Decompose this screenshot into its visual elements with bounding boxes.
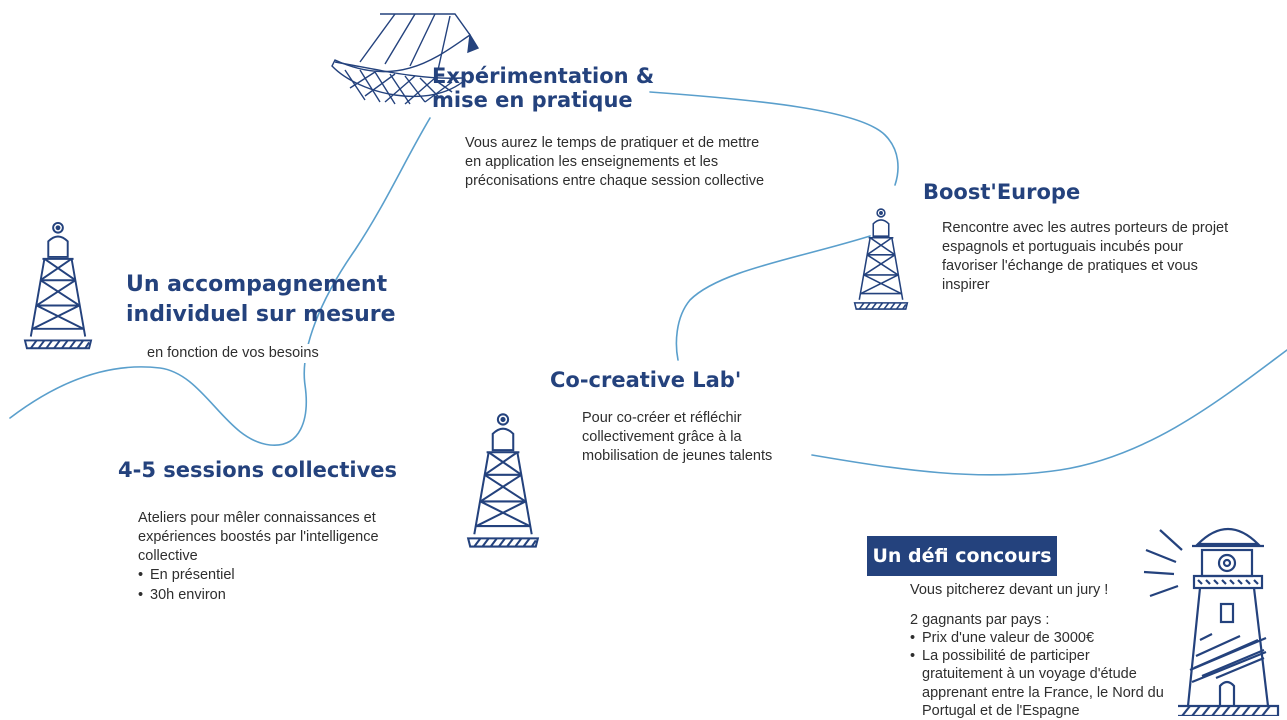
- sessions-block: Ateliers pour mêler connaissances et exp…: [138, 509, 428, 605]
- defi-block: Vous pitcherez devant un jury !: [910, 581, 1170, 600]
- sessions-description: Ateliers pour mêler connaissances et exp…: [138, 510, 379, 565]
- path-segment-middle: [675, 235, 871, 361]
- boost-europe-title: Boost'Europe: [923, 180, 1081, 204]
- path-segment-left: [9, 117, 431, 446]
- accompagnement-title-line2: individuel sur mesure: [126, 301, 396, 327]
- path-segment-top: [649, 91, 899, 186]
- defi-details: 2 gagnants par pays : Prix d'une valeur …: [910, 611, 1165, 720]
- defi-winners: 2 gagnants par pays :: [910, 612, 1050, 628]
- lighthouse-tower-icon: [18, 220, 98, 356]
- lighthouse-tower-icon: [462, 410, 544, 556]
- boost-europe-description: Rencontre avec les autres porteurs de pr…: [942, 220, 1229, 294]
- path-segment-right: [811, 349, 1287, 476]
- net-icon: [331, 13, 480, 105]
- lighthouse-icon: [1143, 528, 1280, 716]
- experimentation-title-line1: Expérimentation &: [432, 64, 655, 88]
- accompagnement-title: Un accompagnement individuel sur mesure: [126, 270, 396, 329]
- lighthouse-tower-icon: [850, 200, 912, 322]
- defi-title: Un défi concours: [867, 536, 1057, 576]
- sessions-bullet: 30h environ: [138, 586, 428, 605]
- sessions-bullet: En présentiel: [138, 566, 428, 585]
- defi-bullet: Prix d'une valeur de 3000€: [910, 629, 1165, 647]
- sessions-title: 4-5 sessions collectives: [118, 458, 398, 482]
- sessions-bullets: En présentiel 30h environ: [138, 566, 428, 604]
- accompagnement-description: en fonction de vos besoins: [147, 344, 387, 364]
- accompagnement-title-line1: Un accompagnement: [126, 272, 388, 297]
- experimentation-description: Vous aurez le temps de pratiquer et de m…: [465, 135, 765, 190]
- experimentation-title: Expérimentation & mise en pratique: [432, 64, 654, 112]
- defi-bullet: La possibilité de participer gratuitemen…: [910, 647, 1165, 720]
- defi-intro: Vous pitcherez devant un jury !: [910, 582, 1109, 598]
- co-creative-description: Pour co-créer et réfléchir collectivemen…: [582, 410, 773, 465]
- defi-bullets: Prix d'une valeur de 3000€ La possibilit…: [910, 629, 1165, 720]
- experimentation-title-line2: mise en pratique: [432, 88, 633, 113]
- co-creative-title: Co-creative Lab': [550, 368, 742, 392]
